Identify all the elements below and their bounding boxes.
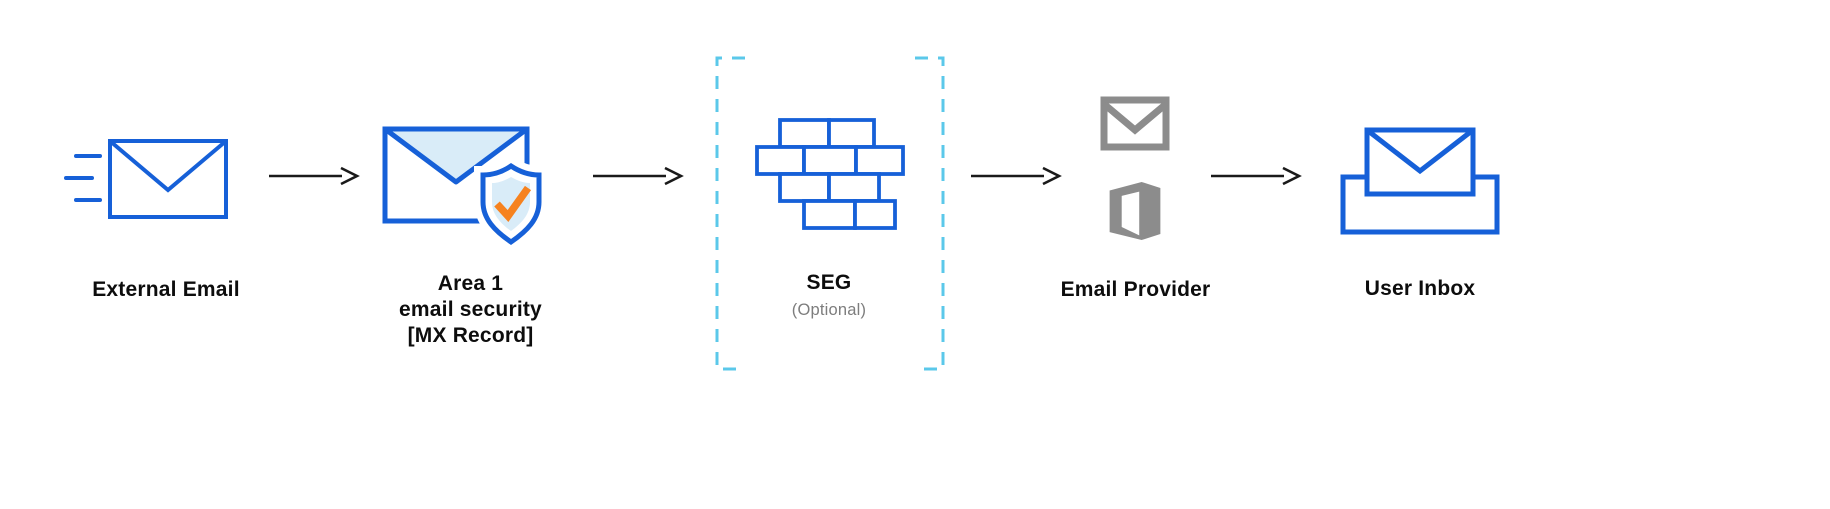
node-label-user-inbox: User Inbox: [1364, 277, 1476, 300]
arrow-seg-to-provider: [971, 166, 1062, 186]
envelope-fast-icon: [64, 139, 228, 219]
area1-label-line-3: [MX Record]: [407, 324, 534, 348]
node-label-seg: SEG (Optional): [758, 270, 900, 320]
microsoft-office-icon: [1109, 182, 1161, 240]
node-label-area1: Area 1 email security [MX Record]: [368, 271, 573, 349]
node-label-email-provider: Email Provider: [1060, 278, 1211, 301]
seg-optional-label: (Optional): [791, 301, 867, 320]
node-label-external-email: External Email: [92, 278, 240, 301]
arrow-provider-to-inbox: [1211, 166, 1302, 186]
arrow-external-to-area1: [269, 166, 360, 186]
firewall-bricks-icon: [755, 118, 905, 230]
seg-label: SEG: [806, 271, 852, 294]
area1-label-line-2: email security: [399, 298, 542, 322]
optional-dashed-brackets: [715, 56, 945, 371]
gmail-icon: [1100, 96, 1170, 151]
shield-check-icon: [474, 155, 548, 253]
arrow-area1-to-seg: [593, 166, 684, 186]
area1-label-line-1: Area 1: [437, 272, 504, 295]
check-icon: [494, 185, 532, 222]
inbox-envelope-icon: [1340, 127, 1500, 235]
envelope-shield-check-icon: [382, 126, 548, 253]
